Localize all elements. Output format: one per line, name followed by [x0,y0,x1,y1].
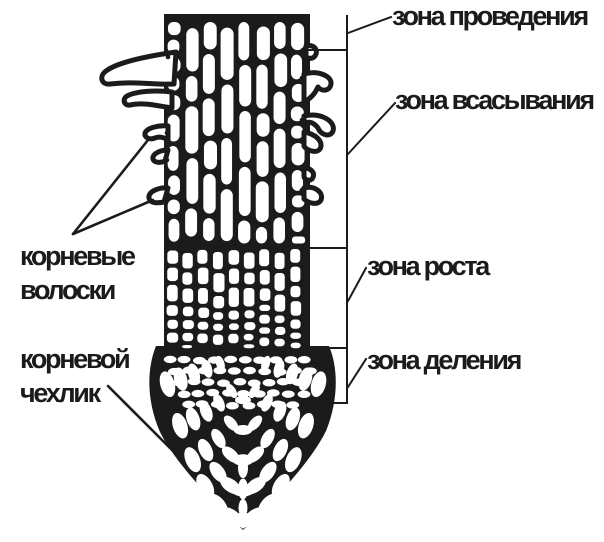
hair-base-dot [299,75,305,81]
root-hair-base-dots [163,47,306,199]
hair-base-dot [300,47,306,53]
zone-bracket [303,15,397,404]
hair-base-dot [300,167,306,173]
left-pointers [71,138,174,452]
root-hair [303,43,319,61]
leader-growth [346,266,368,303]
root-hair [142,123,171,143]
hair-base-dot [299,117,305,123]
root-hair [301,165,317,183]
leader-absorption [346,101,397,156]
label-root-cap-line2: чехлик [20,378,101,408]
pointer-root-hair-2 [71,198,155,236]
root-hairs-right [301,43,336,206]
pointer-root-hair-1 [71,138,150,236]
label-root-cap: корневой чехлик [20,342,131,410]
label-root-hairs: корневые волоски [20,239,136,307]
hair-base-dot [164,157,170,163]
root-hair [301,70,334,105]
label-root-cap-line1: корневой [20,344,131,374]
label-zone-absorption: зона всасывания [395,85,595,115]
root-hair [150,147,171,165]
label-root-hairs-line1: корневые [20,241,136,271]
root-body [99,14,336,530]
root-hair [301,184,325,206]
root-hair [301,112,336,138]
root-hair [301,129,324,154]
hair-base-dot [165,54,171,60]
leader-division [346,357,368,389]
leader-conduction [346,15,393,35]
hair-base-dot [299,187,305,193]
root-hairs-left [99,49,179,206]
label-zone-division: зона деления [367,345,522,375]
label-root-hairs-line2: волоски [20,275,116,305]
root-cells [159,22,327,529]
hair-base-dot [163,193,169,199]
pointer-root-cap [106,384,174,452]
root-hair [99,49,179,87]
root-hair [121,88,175,111]
root-body-silhouette [164,14,310,352]
label-zone-conduction: зона проведения [392,1,589,31]
hair-base-dot [164,130,170,136]
hair-base-dot [165,110,171,116]
label-zone-growth: зона роста [367,251,490,281]
